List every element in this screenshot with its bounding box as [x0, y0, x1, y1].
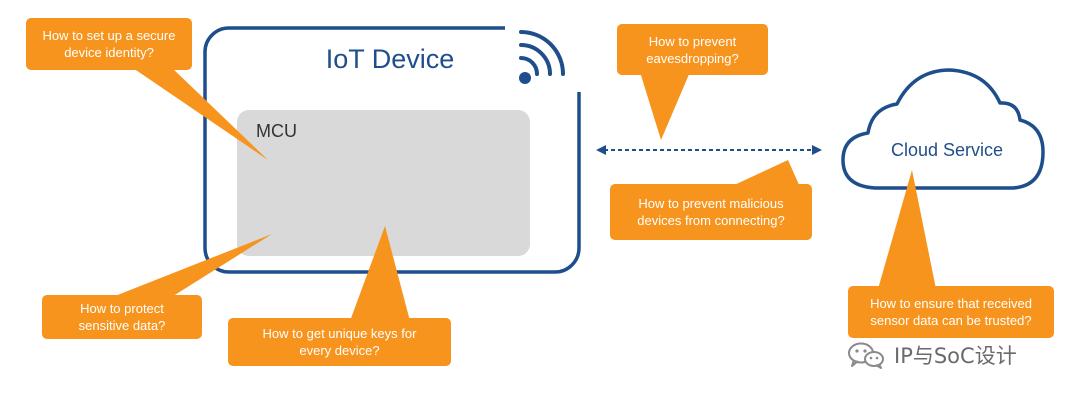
callout-protect-shape	[42, 234, 272, 339]
callout-identity-shape	[26, 18, 268, 160]
wechat-icon	[848, 342, 884, 369]
mcu-label: MCU	[256, 121, 297, 141]
callout-keys: How to get unique keys for every device?	[262, 326, 417, 358]
callout-eavesdrop-shape	[617, 24, 768, 140]
callout-trust: How to ensure that received sensor data …	[870, 296, 1032, 328]
watermark-text: IP与SoC设计	[894, 344, 1017, 368]
communication-link-arrow	[596, 145, 822, 155]
callout-malicious: How to prevent malicious devices from co…	[637, 196, 785, 228]
wireless-signal-icon	[505, 22, 587, 92]
cloud-icon	[841, 68, 1045, 190]
callout-eavesdrop: How to prevent eavesdropping?	[646, 33, 739, 66]
callout-protect: How to protect sensitive data?	[78, 301, 166, 333]
callout-trust-shape	[848, 170, 1054, 338]
cloud-service-label: Cloud Service	[890, 140, 1004, 160]
callout-keys-shape	[228, 226, 451, 366]
iot-device-title: IoT Device	[325, 44, 455, 74]
mcu-block	[237, 110, 530, 256]
callout-identity: How to set up a secure device identity?	[42, 28, 176, 60]
callout-malicious-shape	[610, 160, 812, 240]
watermark: IP与SoC设计	[846, 339, 1056, 371]
